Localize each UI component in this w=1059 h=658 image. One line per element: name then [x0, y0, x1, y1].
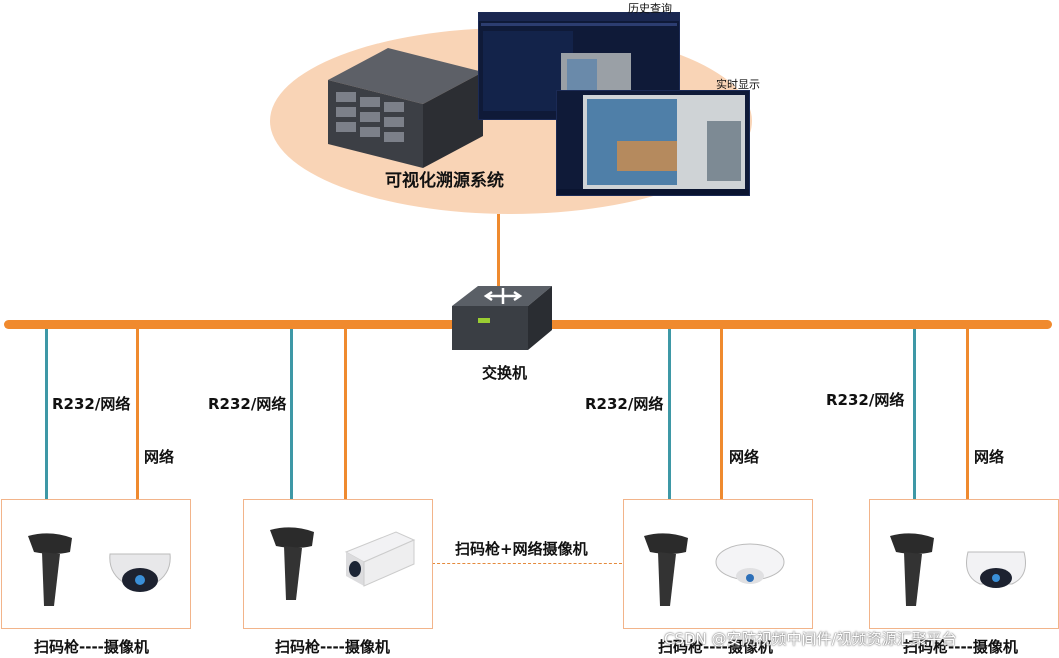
- r232-line-2: [290, 329, 293, 499]
- network-label-1: 网络: [144, 448, 175, 466]
- watermark-text: CSDN @安防视频中间件/视频资源汇聚平台: [664, 630, 957, 648]
- station-box-4: [869, 499, 1059, 629]
- r232-label-3: R232/网络: [585, 395, 664, 413]
- station-label-2: 扫码枪----摄像机: [275, 638, 390, 656]
- network-line-2: [344, 329, 347, 499]
- realtime-label: 实时显示: [716, 78, 760, 91]
- r232-line-1: [45, 329, 48, 499]
- station-label-3: 扫码枪----摄像机: [658, 638, 773, 656]
- network-label-3: 网络: [729, 448, 760, 466]
- middle-label: 扫码枪+网络摄像机: [455, 540, 588, 558]
- system-title: 可视化溯源系统: [385, 171, 504, 191]
- station-box-2: [243, 499, 433, 629]
- r232-line-3: [668, 329, 671, 499]
- network-line-1: [136, 329, 139, 499]
- realtime-screen: [556, 90, 750, 196]
- bullet-camera-icon: [344, 531, 416, 587]
- r232-label-1: R232/网络: [52, 395, 131, 413]
- ceiling-camera-icon: [715, 543, 785, 584]
- network-line-3: [720, 329, 723, 499]
- history-query-label: 历史查询: [628, 2, 672, 15]
- station-label-1: 扫码枪----摄像机: [34, 638, 149, 656]
- barcode-scanner-icon: [644, 533, 688, 606]
- server-icon: [328, 48, 483, 168]
- r232-line-4: [913, 329, 916, 499]
- network-line-4: [966, 329, 969, 499]
- station-label-4: 扫码枪----摄像机: [903, 638, 1018, 656]
- dome-camera-icon: [109, 553, 171, 592]
- barcode-scanner-icon: [890, 533, 934, 606]
- r232-label-2: R232/网络: [208, 395, 287, 413]
- system-link-line: [497, 214, 500, 312]
- switch-label: 交换机: [482, 364, 528, 382]
- r232-label-4: R232/网络: [826, 391, 905, 409]
- dashed-connector: [432, 563, 622, 564]
- barcode-scanner-icon: [28, 533, 72, 606]
- dome-camera-icon: [966, 551, 1026, 588]
- network-label-4: 网络: [974, 448, 1005, 466]
- switch-icon: [452, 286, 552, 350]
- barcode-scanner-icon: [270, 527, 314, 600]
